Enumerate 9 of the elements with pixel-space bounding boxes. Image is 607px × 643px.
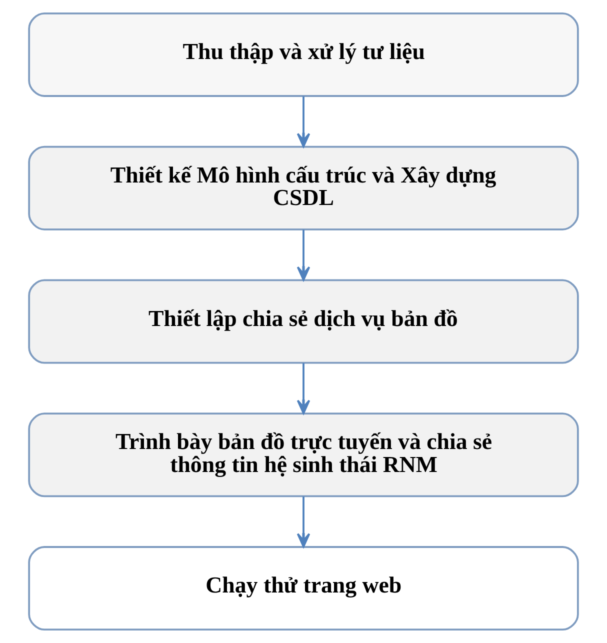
node-box: Thiết kế Mô hình cấu trúc và Xây dựng CSDL bbox=[28, 146, 579, 230]
arrow bbox=[296, 230, 310, 281]
node-box: Chạy thử trang web bbox=[28, 546, 579, 631]
node-box: Thiết lập chia sẻ dịch vụ bản đồ bbox=[28, 279, 579, 364]
arrow bbox=[296, 496, 310, 548]
node-box: Thu thập và xử lý tư liệu bbox=[28, 12, 579, 97]
arrow bbox=[296, 363, 310, 414]
arrow bbox=[296, 96, 310, 148]
node-box: Trình bày bản đồ trực tuyến và chia sẻ thông tin hệ sinh thái RNM bbox=[28, 412, 579, 498]
